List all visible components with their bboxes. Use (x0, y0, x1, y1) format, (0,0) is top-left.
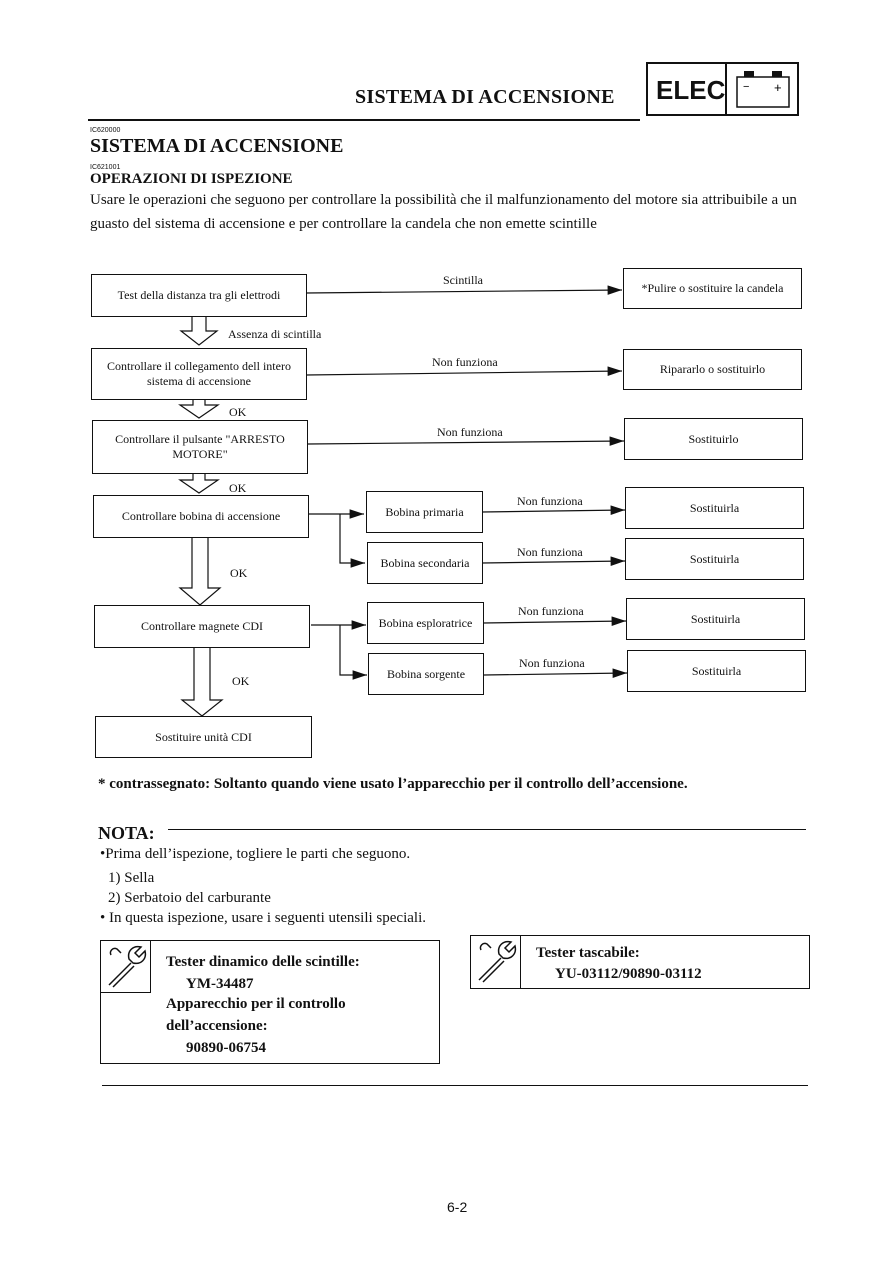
battery-minus-sign: − (743, 81, 749, 93)
tool-left-title: Tester dinamico delle scintille: (166, 954, 360, 970)
flowchart-connectors (178, 285, 628, 717)
elec-badge-label: ELEC (656, 75, 726, 105)
check-pickup-coil: Bobina esploratrice (367, 602, 484, 644)
label-fail-secondary: Non funziona (517, 545, 583, 559)
nota-line-1: •Prima dell’ispezione, togliere le parti… (100, 846, 411, 862)
section-code: IC620000 (90, 127, 121, 134)
label-ok-1: OK (229, 405, 247, 419)
tool-box-right: Tester tascabile: YU-03112/90890-03112 (470, 935, 810, 989)
tool-icon-frame (101, 941, 151, 993)
battery-icon: − + (736, 71, 790, 108)
nota-rule (168, 829, 806, 830)
label-fail-wiring: Non funziona (432, 355, 498, 369)
label-fail-pickup: Non funziona (518, 604, 584, 618)
intro-paragraph: Usare le operazioni che seguono per cont… (90, 192, 797, 232)
label-fail-switch: Non funziona (437, 425, 503, 439)
action-clean-replace-plug: *Pulire o sostituire la candela (623, 268, 802, 309)
action-replace-primary: Sostituirla (625, 487, 804, 529)
tool-right-title: Tester tascabile: (536, 945, 640, 961)
action-replace-secondary: Sostituirla (625, 538, 804, 580)
label-ok-3: OK (230, 566, 248, 580)
label-fail-source: Non funziona (519, 656, 585, 670)
tool-left-code-2: 90890-06754 (186, 1040, 266, 1056)
badge-divider (725, 64, 727, 114)
label-ok-2: OK (229, 481, 247, 495)
check-primary-coil: Bobina primaria (366, 491, 483, 533)
subsection-code: IC621001 (90, 164, 121, 171)
tool-box-left: Tester dinamico delle scintille: YM-3448… (100, 940, 440, 1064)
tool-left-code-1: YM-34487 (186, 976, 254, 992)
step-check-cdi-magneto: Controllare magnete CDI (94, 605, 310, 648)
action-replace-pickup: Sostituirla (626, 598, 805, 640)
step-check-ignition-coil: Controllare bobina di accensione (93, 495, 309, 538)
page-heading: SISTEMA DI ACCENSIONE (90, 135, 344, 157)
footnote: * contrassegnato: Soltanto quando viene … (98, 776, 688, 792)
step-electrode-gap-test: Test della distanza tra gli elettrodi (91, 274, 307, 317)
tool-left-title-2: Apparecchio per il controllo dell’accens… (166, 996, 346, 1034)
action-replace-source: Sostituirla (627, 650, 806, 692)
nota-line-3: 2) Serbatoio del carburante (108, 890, 271, 906)
label-ok-4: OK (232, 674, 250, 688)
page-number: 6-2 (447, 1199, 468, 1215)
wrench-tool-icon (108, 945, 147, 988)
elec-badge: ELEC − + (646, 62, 799, 116)
nota-title: NOTA: (98, 823, 155, 843)
step-check-stop-switch: Controllare il pulsante "ARRESTO MOTORE" (92, 420, 308, 474)
subsection-heading: OPERAZIONI DI ISPEZIONE (90, 171, 293, 187)
label-fail-primary: Non funziona (517, 494, 583, 508)
header-rule (88, 119, 640, 121)
tool-icon-frame-right (471, 936, 521, 988)
label-no-spark: Assenza di scintilla (228, 327, 322, 341)
battery-plus-sign: + (774, 80, 782, 95)
footer-rule (102, 1085, 808, 1086)
action-replace-switch: Sostituirlo (624, 418, 803, 460)
action-repair-replace: Ripararlo o sostituirlo (623, 349, 802, 390)
nota-line-4: • In questa ispezione, usare i seguenti … (100, 910, 426, 926)
tool-right-code: YU-03112/90890-03112 (555, 966, 702, 982)
section-title: SISTEMA DI ACCENSIONE (355, 86, 615, 108)
nota-line-2: 1) Sella (108, 870, 155, 886)
label-spark: Scintilla (443, 273, 483, 287)
step-check-wiring: Controllare il collegamento dell intero … (91, 348, 307, 400)
wrench-tool-icon (478, 940, 517, 983)
check-source-coil: Bobina sorgente (368, 653, 484, 695)
check-secondary-coil: Bobina secondaria (367, 542, 483, 584)
step-replace-cdi: Sostituire unità CDI (95, 716, 312, 758)
